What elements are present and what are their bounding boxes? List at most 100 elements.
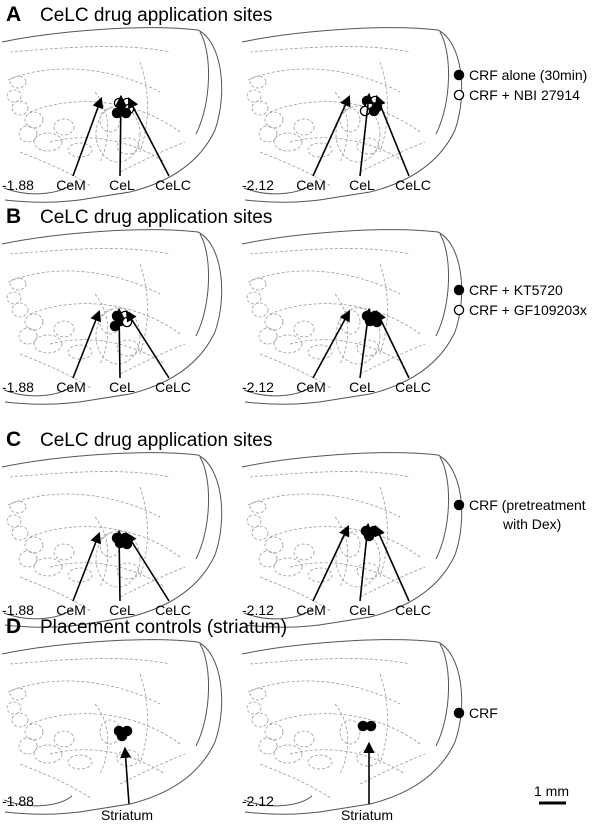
arrow-celc: [375, 94, 410, 177]
atlas-boundary: [49, 137, 166, 163]
legend: CRF: [453, 705, 498, 721]
brain-outline: [1, 452, 223, 628]
atlas-nucleus: [53, 118, 75, 136]
atlas-nucleus: [11, 302, 29, 318]
panel-title: CeLC drug application sites: [40, 430, 272, 451]
atlas-boundary: [334, 293, 349, 365]
atlas-nucleus: [53, 543, 75, 561]
cortex-inner-line: [195, 31, 210, 135]
atlas-nucleus: [33, 744, 63, 764]
open-site-marker: [121, 316, 133, 328]
cortex-inner-line: [435, 456, 450, 560]
atlas-boundary: [139, 673, 148, 765]
brain-outline: [1, 27, 223, 203]
atlas-nucleus: [293, 730, 315, 748]
atlas-nucleus: [11, 100, 29, 116]
atlas-boundary: [19, 576, 93, 613]
atlas-nucleus: [249, 277, 267, 291]
atlas-nucleus: [9, 277, 27, 291]
region-label: CeL: [109, 602, 135, 618]
atlas-nucleus: [251, 525, 269, 541]
atlas-nucleus: [249, 687, 267, 701]
atlas-nucleus: [6, 89, 22, 103]
region-label: CeL: [109, 177, 135, 193]
atlas-nucleus: [264, 111, 284, 129]
atlas-boundary: [334, 91, 349, 163]
atlas-nucleus: [24, 536, 44, 554]
atlas-nucleus: [67, 344, 93, 360]
atlas-nucleus: [356, 562, 380, 580]
atlas-boundary: [9, 46, 171, 53]
legend-filled-marker: [453, 499, 465, 511]
atlas-nucleus: [33, 557, 63, 577]
atlas-nucleus: [307, 142, 333, 158]
atlas-boundary: [379, 486, 388, 578]
atlas-nucleus: [246, 514, 262, 528]
atlas-nucleus: [356, 137, 380, 155]
atlas-nucleus: [246, 701, 262, 715]
bregma-coordinate: -2.12: [242, 177, 274, 193]
ventral-line: [243, 183, 313, 195]
atlas-boundary: [249, 248, 411, 255]
region-label: CeM: [296, 177, 326, 193]
atlas-boundary: [7, 270, 161, 295]
atlas-boundary: [29, 713, 181, 745]
atlas-nucleus: [356, 339, 380, 357]
atlas-boundary: [119, 566, 186, 598]
panel-title: CeLC drug application sites: [40, 5, 272, 26]
atlas-nucleus: [273, 132, 303, 152]
atlas-boundary: [119, 343, 186, 375]
bregma-coordinate: -1.88: [2, 177, 34, 193]
cortex-inner-line: [435, 233, 450, 337]
arrow-celc: [125, 532, 170, 602]
region-label: Striatum: [101, 807, 153, 823]
region-label: CeLC: [395, 379, 431, 395]
scale-bar: 1 mm: [534, 783, 569, 805]
arrow-cem: [312, 94, 351, 177]
atlas-nucleus: [293, 118, 315, 136]
atlas-boundary: [139, 61, 148, 153]
atlas-boundary: [359, 566, 426, 598]
atlas-boundary: [139, 263, 148, 355]
brain-outline: [1, 229, 223, 405]
legend-open-marker: [453, 89, 465, 101]
atlas-boundary: [94, 703, 109, 775]
bregma-coordinate: -1.88: [2, 602, 34, 618]
atlas-nucleus: [18, 327, 38, 345]
atlas-boundary: [289, 562, 406, 588]
panel-title: CeLC drug application sites: [40, 207, 272, 228]
atlas-boundary: [379, 61, 388, 153]
legend-open-marker: [453, 304, 465, 316]
atlas-nucleus: [116, 749, 140, 767]
cortex-inner-line: [195, 233, 210, 337]
atlas-boundary: [9, 471, 171, 478]
atlas-nucleus: [9, 500, 27, 514]
atlas-nucleus: [249, 500, 267, 514]
atlas-nucleus: [273, 557, 303, 577]
atlas-boundary: [9, 248, 171, 255]
atlas-nucleus: [9, 687, 27, 701]
atlas-boundary: [289, 137, 406, 163]
atlas-nucleus: [246, 89, 262, 103]
region-label: CeM: [56, 177, 86, 193]
legend: CRF alone (30min)CRF + NBI 27914: [453, 67, 587, 103]
region-label: CeLC: [155, 379, 191, 395]
atlas-nucleus: [24, 111, 44, 129]
central-amygdala-boundary: [335, 105, 381, 163]
arrow-striatum: [120, 746, 132, 805]
arrow-cel: [115, 94, 127, 177]
atlas-boundary: [249, 471, 411, 478]
atlas-boundary: [249, 658, 411, 665]
cortex-inner-line: [195, 456, 210, 560]
atlas-boundary: [269, 303, 421, 335]
bregma-coordinate: -1.88: [2, 793, 34, 809]
ventral-line: [243, 385, 313, 397]
atlas-boundary: [259, 353, 333, 390]
atlas-nucleus: [339, 719, 361, 745]
atlas-nucleus: [33, 132, 63, 152]
region-label: CeM: [56, 379, 86, 395]
